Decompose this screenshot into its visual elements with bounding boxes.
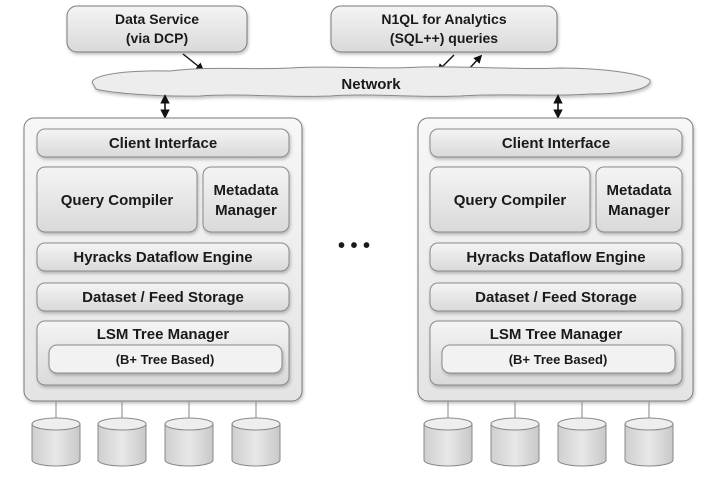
node-1: Client Interface Query Compiler Metadata… — [23, 94, 303, 467]
node-2-client-interface: Client Interface — [502, 135, 610, 152]
node-2-query-compiler: Query Compiler — [454, 192, 567, 209]
disk-icon — [31, 417, 81, 467]
node-1-metadata-line-1: Metadata — [213, 182, 279, 199]
node-1-disks — [31, 401, 281, 467]
disk-icon — [231, 417, 281, 467]
node-2-lsm: LSM Tree Manager — [490, 326, 623, 343]
node-1-query-compiler: Query Compiler — [61, 192, 174, 209]
data-service-box: Data Service (via DCP) — [66, 5, 248, 53]
node-2-storage: Dataset / Feed Storage — [475, 289, 637, 306]
data-service-line-1: Data Service — [115, 11, 199, 27]
disk-icon — [624, 417, 674, 467]
node-2-btree: (B+ Tree Based) — [509, 352, 608, 367]
node-1-metadata-line-2: Manager — [215, 202, 277, 219]
disk-icon — [423, 417, 473, 467]
arrow-data-service — [182, 53, 205, 72]
node-1-hyracks: Hyracks Dataflow Engine — [73, 249, 252, 266]
node-1-client-interface: Client Interface — [109, 135, 217, 152]
network-cloud: Network — [91, 66, 651, 97]
disk-icon — [557, 417, 607, 467]
n1ql-box: N1QL for Analytics (SQL++) queries — [330, 5, 558, 53]
node-2-hyracks: Hyracks Dataflow Engine — [466, 249, 645, 266]
node-2: Client Interface Query Compiler Metadata… — [417, 94, 694, 467]
disk-icon — [97, 417, 147, 467]
disk-icon — [164, 417, 214, 467]
network-label: Network — [341, 76, 401, 93]
ellipsis: • • • — [338, 235, 370, 257]
node-1-storage: Dataset / Feed Storage — [82, 289, 244, 306]
node-1-btree: (B+ Tree Based) — [116, 352, 215, 367]
n1ql-line-1: N1QL for Analytics — [381, 11, 506, 27]
n1ql-line-2: (SQL++) queries — [390, 30, 498, 46]
node-2-metadata-line-2: Manager — [608, 202, 670, 219]
node-2-metadata-line-1: Metadata — [606, 182, 672, 199]
data-service-line-2: (via DCP) — [126, 30, 188, 46]
node-2-disks — [423, 401, 674, 467]
disk-icon — [490, 417, 540, 467]
node-1-lsm: LSM Tree Manager — [97, 326, 230, 343]
